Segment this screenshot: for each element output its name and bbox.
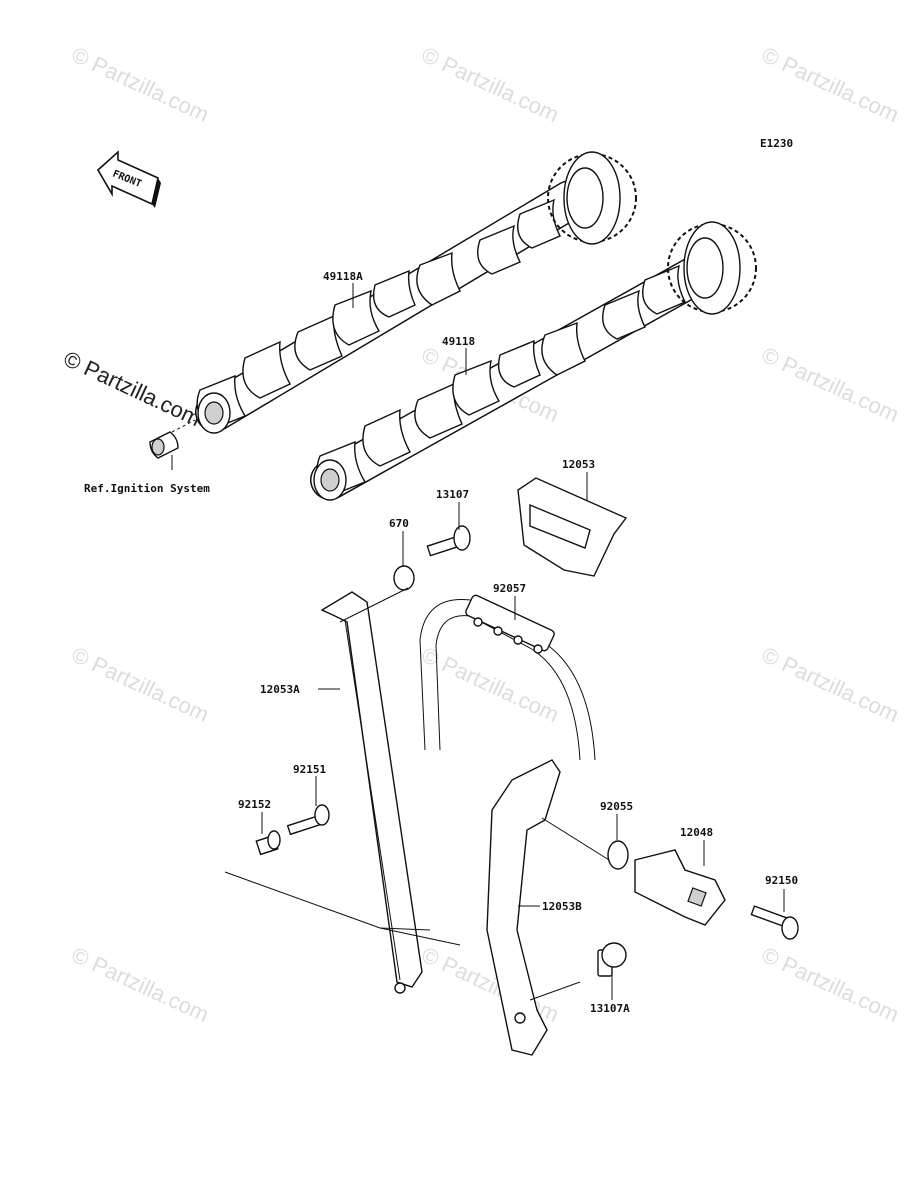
watermark-dark: © Partzilla.com (60, 346, 205, 431)
watermark: © Partzilla.com (68, 642, 213, 727)
label-13107: 13107 (436, 488, 469, 501)
reference-note: Ref.Ignition System (84, 482, 210, 495)
label-92151: 92151 (293, 763, 326, 776)
label-12048: 12048 (680, 826, 713, 839)
ignition-collar (149, 419, 196, 459)
watermark: © Partzilla.com (758, 342, 903, 427)
timing-chain (419, 594, 596, 761)
label-12053B: 12053B (542, 900, 582, 913)
watermark: © Partzilla.com (68, 42, 213, 127)
watermark: © Partzilla.com (68, 942, 213, 1027)
camshaft-intake (310, 221, 757, 501)
watermark: © Partzilla.com (758, 942, 903, 1027)
label-12053A: 12053A (260, 683, 300, 696)
watermark: © Partzilla.com (418, 942, 563, 1027)
bolt-13107 (426, 525, 471, 557)
o-ring-670 (393, 565, 415, 591)
label-13107A: 13107A (590, 1002, 630, 1015)
label-670: 670 (389, 517, 409, 530)
watermark: © Partzilla.com (418, 42, 563, 127)
label-49118A: 49118A (323, 270, 363, 283)
label-92055: 92055 (600, 800, 633, 813)
collar-92152 (255, 830, 281, 856)
front-arrow-icon: FRONT (96, 150, 161, 208)
camshaft-exhaust (195, 151, 637, 434)
watermark: © Partzilla.com (418, 642, 563, 727)
watermark: © Partzilla.com (758, 42, 903, 127)
label-92152: 92152 (238, 798, 271, 811)
cam-sprocket (547, 151, 637, 245)
bolt-13107a (597, 942, 627, 977)
diagram-code: E1230 (760, 137, 793, 150)
chain-guide-a (320, 591, 423, 994)
chain-guide-top (517, 477, 628, 577)
label-12053: 12053 (562, 458, 595, 471)
cam-sprocket (667, 221, 757, 315)
bolt-92151 (286, 804, 330, 836)
o-ring-92055 (607, 840, 629, 870)
label-92057: 92057 (493, 582, 526, 595)
label-49118: 49118 (442, 335, 475, 348)
leader-lines (171, 283, 785, 1001)
chain-guide-b (486, 759, 561, 1056)
bolt-92150 (750, 905, 799, 940)
watermark: © Partzilla.com (758, 642, 903, 727)
tensioner-12048 (634, 849, 726, 926)
label-92150: 92150 (765, 874, 798, 887)
